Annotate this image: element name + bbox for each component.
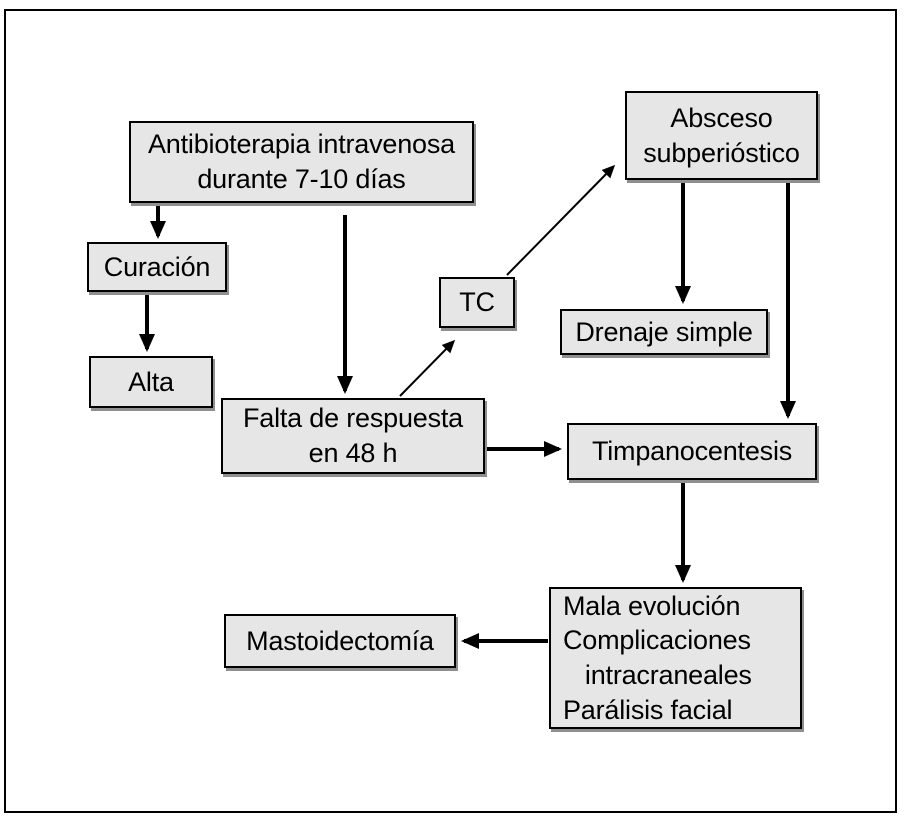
arrow-falta-to-tc	[399, 339, 456, 397]
node-antibioterapia: Antibioterapia intravenosa durante 7-10 …	[129, 121, 474, 203]
node-tc-label: TC	[459, 287, 495, 318]
node-curacion-label: Curación	[103, 251, 211, 282]
node-absceso-subperiostico-label: Absceso subperióstico	[643, 102, 800, 168]
node-timpanocentesis-label: Timpanocentesis	[591, 436, 793, 467]
node-mastoidectomia: Mastoidectomía	[224, 614, 456, 668]
node-falta-de-respuesta-label: Falta de respuesta en 48 h	[242, 403, 464, 468]
node-mala-evolucion: Mala evolución Complicaciones intracrane…	[549, 587, 802, 729]
node-mala-evolucion-label: Mala evolución Complicaciones intracrane…	[563, 590, 752, 725]
arrow-tc-to-absceso	[506, 164, 616, 276]
node-antibioterapia-label: Antibioterapia intravenosa durante 7-10 …	[147, 129, 455, 194]
node-falta-de-respuesta: Falta de respuesta en 48 h	[221, 398, 485, 474]
node-absceso-subperiostico: Absceso subperióstico	[625, 91, 818, 180]
node-tc: TC	[439, 277, 515, 328]
node-timpanocentesis: Timpanocentesis	[567, 423, 817, 480]
node-alta: Alta	[89, 356, 213, 408]
node-curacion: Curación	[87, 242, 227, 292]
node-alta-label: Alta	[128, 366, 174, 397]
node-drenaje-simple-label: Drenaje simple	[575, 316, 753, 347]
node-drenaje-simple: Drenaje simple	[560, 309, 768, 355]
node-mastoidectomia-label: Mastoidectomía	[246, 625, 434, 656]
